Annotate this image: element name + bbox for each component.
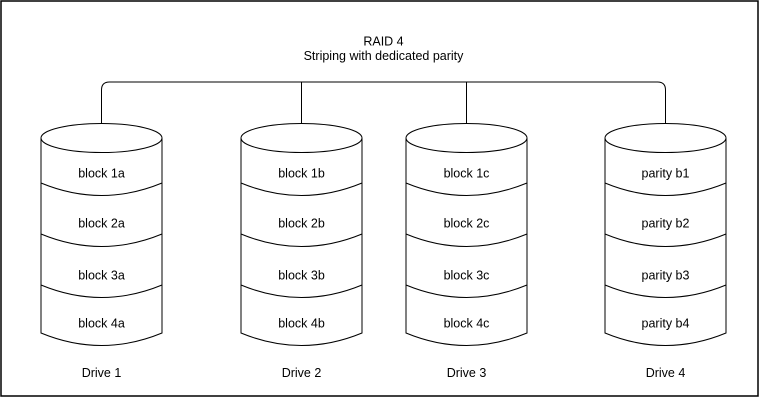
cylinder-top-ellipse <box>40 123 163 153</box>
cylinder-divider <box>405 284 528 298</box>
cylinder-divider <box>405 233 528 247</box>
cylinder-top-ellipse <box>604 123 727 153</box>
block-label: block 1c <box>444 167 490 181</box>
cylinder-divider <box>240 182 363 196</box>
block-label: parity b4 <box>642 317 690 331</box>
cylinder-body <box>604 138 727 346</box>
drive-label: Drive 2 <box>282 366 322 380</box>
drive-cylinder-4: parity b1 parity b2 parity b3 parity b4 … <box>604 123 727 380</box>
drive-label: Drive 1 <box>82 366 122 380</box>
cylinder-divider <box>240 233 363 247</box>
cylinder-divider <box>40 284 163 298</box>
block-label: block 3b <box>278 269 325 283</box>
cylinder-body <box>405 138 528 346</box>
block-label: block 2c <box>444 217 490 231</box>
cylinder-body <box>40 138 163 346</box>
block-label: block 3c <box>444 269 490 283</box>
cylinder-divider <box>604 284 727 298</box>
block-label: block 3a <box>78 269 125 283</box>
cylinder-divider <box>40 233 163 247</box>
diagram-title: RAID 4 <box>363 35 403 49</box>
cylinder-divider <box>604 182 727 196</box>
cylinder-top-ellipse <box>405 123 528 153</box>
block-label: block 4c <box>444 317 490 331</box>
drive-cylinder-1: block 1a block 2a block 3a block 4a Driv… <box>40 123 163 380</box>
cylinder-divider <box>405 182 528 196</box>
cylinder-top-ellipse <box>240 123 363 153</box>
block-label: block 1a <box>78 167 125 181</box>
block-label: parity b3 <box>642 269 690 283</box>
block-label: block 2a <box>78 217 125 231</box>
drive-label: Drive 3 <box>447 366 487 380</box>
block-label: block 1b <box>278 167 325 181</box>
block-label: parity b1 <box>642 167 690 181</box>
block-label: block 2b <box>278 217 325 231</box>
cylinder-divider <box>240 284 363 298</box>
cylinder-divider <box>604 233 727 247</box>
cylinder-body <box>240 138 363 346</box>
drive-label: Drive 4 <box>646 366 686 380</box>
drive-cylinder-2: block 1b block 2b block 3b block 4b Driv… <box>240 123 363 380</box>
diagram-subtitle: Striping with dedicated parity <box>304 49 465 63</box>
block-label: block 4b <box>278 317 325 331</box>
bus-connector-line <box>101 81 666 124</box>
drive-cylinder-3: block 1c block 2c block 3c block 4c Driv… <box>405 123 528 380</box>
block-label: parity b2 <box>642 217 690 231</box>
cylinder-divider <box>40 182 163 196</box>
block-label: block 4a <box>78 317 125 331</box>
